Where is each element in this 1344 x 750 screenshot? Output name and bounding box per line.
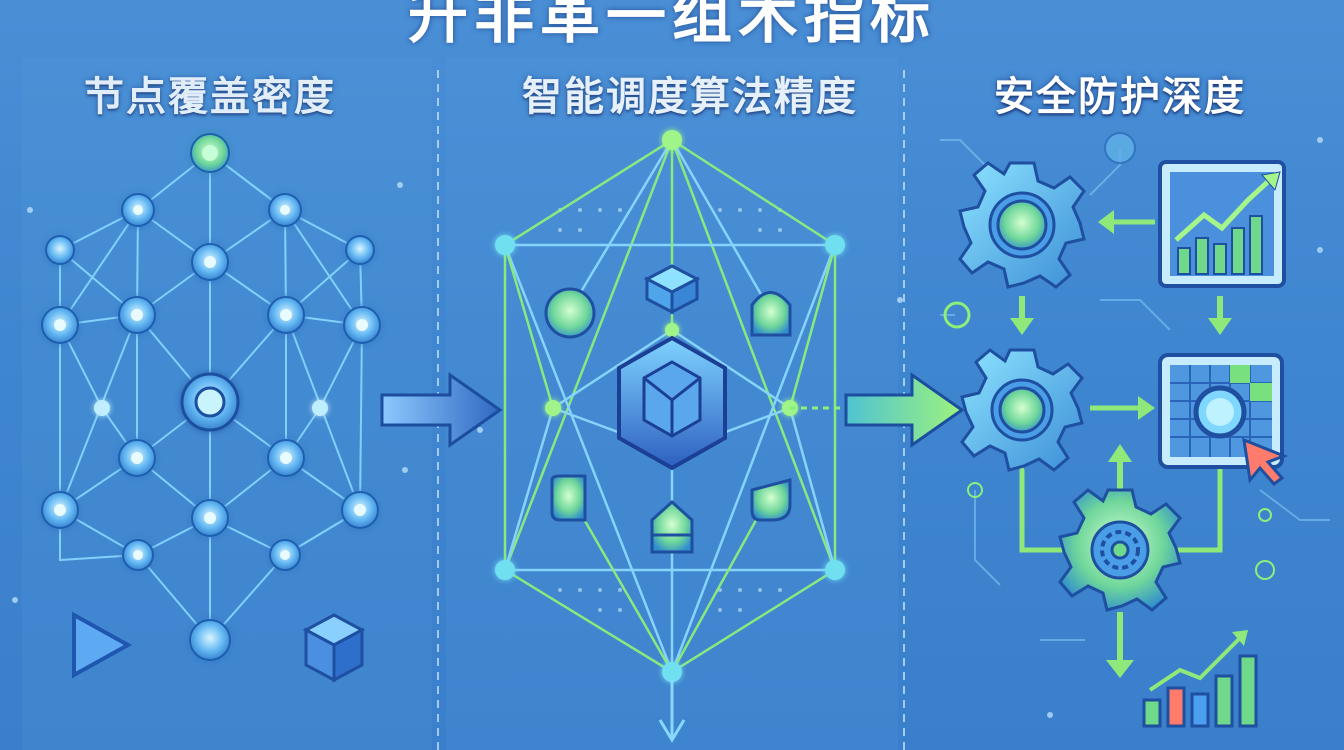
- poly-node: [825, 560, 845, 580]
- poly-node: [665, 323, 679, 337]
- poly-node: [825, 235, 845, 255]
- bar-chart-icon: [1142, 654, 1258, 728]
- mesh-node-small: [94, 400, 110, 416]
- shield-left-icon: [550, 474, 587, 522]
- mesh-hub-core: [194, 386, 226, 418]
- circuit-ring: [1258, 508, 1272, 522]
- dome-icon: [750, 291, 792, 337]
- mesh-node: [189, 619, 231, 661]
- arrow-left-icon: [1098, 210, 1155, 234]
- circuit-node: [1104, 132, 1136, 164]
- gear-icon: [1058, 488, 1182, 612]
- poly-node: [662, 130, 682, 150]
- coverage-node-cores: [54, 205, 368, 560]
- down-arrow-icon: [658, 719, 686, 743]
- gear-icon: [958, 161, 1086, 289]
- mesh-node-small: [312, 400, 328, 416]
- panel-title-security: 安全防护深度: [994, 74, 1246, 120]
- play-triangle-icon: [72, 611, 133, 679]
- bar-chart-trend-arrowhead: [1232, 630, 1248, 646]
- shield-right-icon: [750, 478, 792, 522]
- arrow-right-icon: [1090, 396, 1155, 420]
- circuit-ring: [943, 301, 971, 329]
- cursor-icon: [1242, 437, 1289, 487]
- sphere-icon: [544, 287, 596, 339]
- grid-search-icon: [1158, 353, 1284, 469]
- small-cube-icon: [643, 264, 701, 315]
- gear-icon: [960, 348, 1084, 472]
- bar-chart-trend-line: [1148, 636, 1242, 692]
- coverage-nodes: [41, 133, 381, 661]
- panel-title-coverage: 节点覆盖密度: [84, 74, 336, 120]
- mesh-node: [345, 235, 375, 265]
- arrow-up-icon: [1108, 444, 1132, 498]
- poly-node: [662, 662, 682, 682]
- arrow-down-icon: [1010, 296, 1232, 335]
- background-dots: [12, 137, 1323, 718]
- panel-title-scheduling: 智能调度算法精度: [522, 74, 858, 120]
- flow-arrow-1: [380, 372, 503, 448]
- hexagon-cube-icon: [617, 335, 727, 471]
- trend-chart-icon: [1158, 160, 1286, 288]
- mesh-node-core: [202, 145, 218, 161]
- cube-icon: [302, 613, 366, 683]
- poly-node: [495, 560, 515, 580]
- poly-node: [495, 235, 515, 255]
- arrow-down-icon: [1106, 612, 1134, 678]
- scheduling-nodes: [495, 130, 845, 682]
- main-title: 升非革一组术指标: [408, 0, 936, 52]
- mesh-node: [45, 235, 75, 265]
- security-connectors: [1019, 467, 1223, 553]
- circuit-ring: [967, 482, 983, 498]
- circuit-ring: [1255, 560, 1275, 580]
- flow-arrow-2: [844, 372, 965, 448]
- poly-node: [545, 400, 561, 416]
